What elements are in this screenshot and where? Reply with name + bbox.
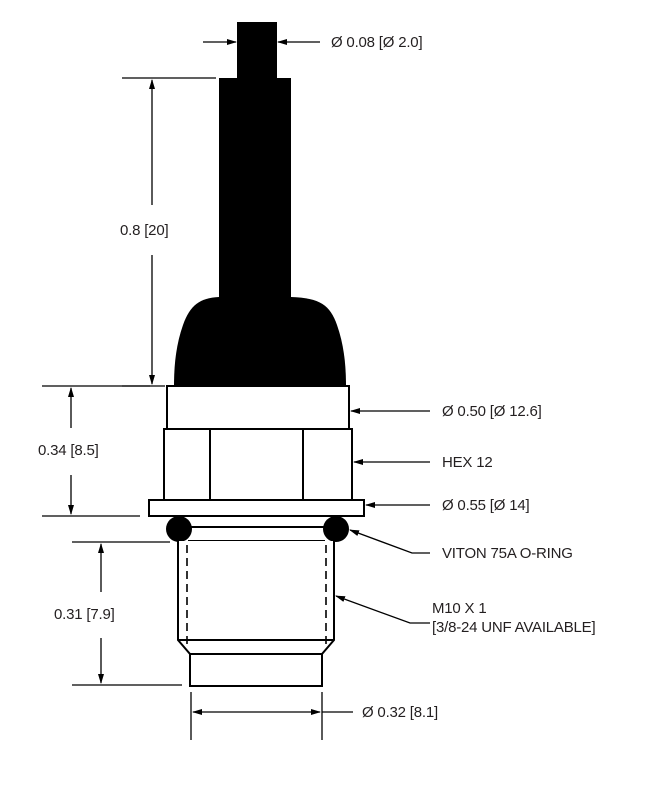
cable <box>219 78 291 300</box>
boot <box>174 297 346 386</box>
collar-diameter-label: Ø 0.50 [Ø 12.6] <box>442 403 542 420</box>
thread-alt-label: [3/8-24 UNF AVAILABLE] <box>432 619 596 636</box>
hex-body <box>163 428 353 501</box>
thread-length-label: 0.31 [7.9] <box>54 606 115 623</box>
oring-label: VITON 75A O-RING <box>442 545 573 562</box>
flange-diameter-label: Ø 0.55 [Ø 14] <box>442 497 530 514</box>
wire-diameter-label: Ø 0.08 [Ø 2.0] <box>331 34 423 51</box>
oring-right <box>323 516 349 542</box>
body-height-label: 0.34 [8.5] <box>38 442 99 459</box>
collar <box>166 385 350 430</box>
wire <box>237 22 277 80</box>
thread <box>177 541 335 687</box>
oring-left <box>166 516 192 542</box>
cable-length-label: 0.8 [20] <box>120 222 169 239</box>
hex-label: HEX 12 <box>442 454 493 471</box>
thread-spec-label: M10 X 1 <box>432 600 487 617</box>
thread-diameter-label: Ø 0.32 [8.1] <box>362 704 438 721</box>
flange <box>148 499 365 517</box>
